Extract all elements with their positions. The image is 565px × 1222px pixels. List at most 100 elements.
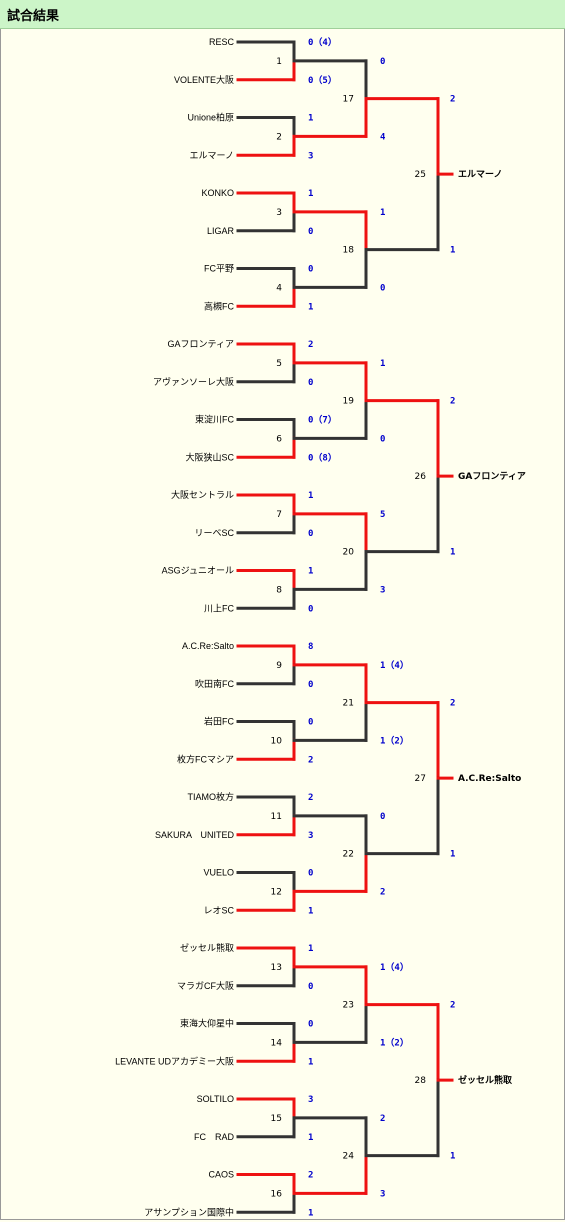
match-number: 23 [343, 1001, 354, 1011]
team-name: SAKURA UNITED [155, 830, 235, 840]
score-label: 2 [450, 397, 455, 407]
match-number: 16 [271, 1189, 283, 1199]
match-number: 24 [343, 1152, 355, 1162]
team-name: アヴァンソーレ大阪 [153, 376, 234, 387]
score-label: 2 [450, 95, 455, 105]
score-label: 0 [308, 982, 313, 992]
team-name: GAフロンティア [168, 339, 234, 349]
score-label: 0 [308, 1020, 313, 1030]
team-name: 枚方FCマシア [177, 753, 234, 764]
team-name: RESC [209, 37, 235, 47]
team-name: 大阪セントラル [171, 489, 234, 500]
match-number: 12 [271, 887, 282, 897]
block-winner-label: ゼッセル熊取 [458, 1074, 513, 1086]
block-winner-label: A.C.Re:Salto [458, 774, 521, 784]
match-number: 13 [271, 963, 282, 973]
team-name: アサンプション国際中 [144, 1206, 234, 1217]
team-name: エルマーノ [190, 150, 234, 160]
score-label: 3 [308, 151, 313, 161]
team-name: Unione柏原 [187, 112, 234, 123]
match-number: 3 [276, 208, 282, 218]
score-label: 0 [380, 812, 385, 822]
match-number: 20 [343, 548, 355, 558]
team-name: 岩田FC [204, 716, 234, 727]
team-name: ASGジュニオール [162, 566, 234, 576]
score-label: 1 [308, 1133, 313, 1143]
page-title: 試合結果 [7, 9, 60, 24]
score-label: 2 [308, 1171, 313, 1181]
team-name: VOLENTE大阪 [174, 74, 234, 85]
score-label: 1 [308, 906, 313, 916]
header-bar: 試合結果 [0, 0, 565, 29]
match-number: 15 [271, 1114, 282, 1124]
match-number: 25 [415, 170, 426, 180]
score-label: 0 [308, 680, 313, 690]
team-name: 吹田南FC [195, 678, 234, 689]
match-number: 2 [276, 132, 282, 142]
match-number: 9 [276, 661, 282, 671]
team-name: FC平野 [204, 264, 234, 274]
score-label: 4 [380, 132, 386, 142]
score-label: 3 [308, 831, 313, 841]
score-label: 2 [308, 793, 313, 803]
score-label: 3 [380, 585, 385, 595]
score-label: 1 [308, 1057, 313, 1067]
team-name: 高槻FC [204, 300, 234, 311]
match-number: 7 [276, 510, 282, 520]
score-label: 1 [380, 208, 385, 218]
score-label: 0 [308, 378, 313, 388]
score-label: 0（5） [308, 75, 337, 86]
score-label: 0 [308, 718, 313, 728]
match-number: 10 [271, 736, 283, 746]
score-label: 0 [380, 434, 385, 444]
team-name: レオSC [203, 905, 234, 915]
score-label: 1 [308, 944, 313, 954]
match-number: 26 [415, 472, 427, 482]
team-name: TIAMO枚方 [188, 791, 235, 802]
score-label: 2 [380, 1114, 385, 1124]
score-label: 2 [308, 755, 313, 765]
score-label: 1 [308, 1208, 313, 1218]
score-label: 1 [450, 1152, 455, 1162]
score-label: 3 [308, 1095, 313, 1105]
score-label: 0 [308, 529, 313, 539]
score-label: 0（4） [308, 37, 337, 48]
score-label: 1（4） [380, 962, 409, 973]
team-name: SOLTILO [197, 1094, 234, 1104]
match-number: 5 [276, 359, 282, 369]
score-label: 2 [380, 887, 385, 897]
score-label: 1 [308, 491, 313, 501]
score-label: 1 [308, 302, 313, 312]
team-name: 東海大仰星中 [180, 1018, 234, 1029]
team-name: 東淀川FC [195, 414, 234, 425]
score-label: 1（4） [380, 660, 409, 671]
score-label: 1（2） [380, 1037, 409, 1048]
score-label: 0 [380, 283, 385, 293]
score-label: 1 [450, 246, 455, 256]
score-label: 0 [308, 869, 313, 879]
team-name: リーベSC [194, 528, 234, 538]
score-label: 5 [380, 510, 385, 520]
team-name: 大阪狭山SC [185, 451, 234, 462]
score-label: 1 [450, 548, 455, 558]
team-name: 川上FC [204, 603, 234, 613]
score-label: 0（8） [308, 452, 337, 463]
score-label: 0 [308, 227, 313, 237]
score-label: 0 [308, 265, 313, 275]
score-label: 8 [308, 642, 313, 652]
score-label: 0 [308, 604, 313, 614]
match-number: 14 [271, 1038, 283, 1048]
score-label: 1 [308, 114, 313, 124]
match-number: 18 [343, 246, 355, 256]
team-name: CAOS [208, 1170, 234, 1180]
score-label: 0 [380, 57, 385, 67]
team-name: FC RAD [194, 1132, 234, 1142]
team-name: LIGAR [207, 226, 235, 236]
team-name: ゼッセル熊取 [180, 942, 234, 953]
match-number: 8 [276, 585, 282, 595]
score-label: 1 [308, 189, 313, 199]
score-label: 1 [450, 850, 455, 860]
match-number: 17 [343, 95, 354, 105]
match-number: 19 [343, 397, 355, 407]
